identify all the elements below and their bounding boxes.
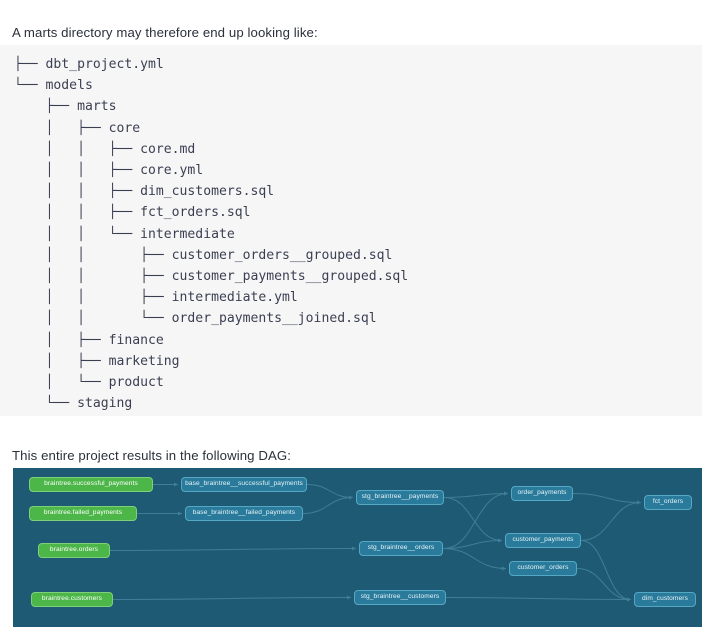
dag-edge (109, 546, 357, 551)
dag-node-customer-orders[interactable]: customer_orders (509, 561, 577, 576)
dag-node-base-braintree--failed-payments[interactable]: base_braintree__failed_payments (185, 506, 303, 521)
dag-node-stg-braintree--orders[interactable]: stg_braintree__orders (359, 541, 443, 556)
dag-edge (306, 484, 354, 500)
dag-edge (572, 493, 642, 505)
directory-tree-code-block: ├── dbt_project.yml └── models ├── marts… (0, 45, 702, 416)
dag-edge (445, 597, 632, 602)
dag-node-customer-payments[interactable]: customer_payments (505, 533, 581, 548)
dag-edge (443, 497, 503, 543)
dag-edge (442, 538, 503, 549)
dag-edge (443, 491, 509, 498)
dag-edge-layer (109, 482, 642, 602)
directory-tree-text: ├── dbt_project.yml └── models ├── marts… (14, 57, 409, 412)
dag-node-braintree-orders[interactable]: braintree.orders (38, 543, 110, 558)
dag-edge (112, 595, 352, 600)
dag-edge (580, 500, 642, 541)
dag-node-base-braintree--successful-payments[interactable]: base_braintree__successful_payments (181, 477, 307, 492)
dag-node-braintree-failed-payments[interactable]: braintree.failed_payments (29, 506, 137, 521)
dag-node-braintree-successful-payments[interactable]: braintree.successful_payments (29, 477, 153, 492)
dag-node-fct-orders[interactable]: fct_orders (644, 495, 692, 510)
dag-node-stg-braintree--payments[interactable]: stg_braintree__payments (356, 490, 444, 505)
dag-edge (576, 568, 632, 602)
dag-edge (442, 548, 507, 571)
dag-edge (442, 491, 509, 549)
dag-edge (302, 495, 354, 514)
dag-edge (580, 540, 632, 602)
dag-node-dim-customers[interactable]: dim_customers (634, 592, 696, 607)
intro-paragraph: A marts directory may therefore end up l… (12, 25, 318, 41)
dag-lineage-graph[interactable]: braintree.successful_payments braintree.f… (13, 468, 702, 627)
dag-node-order-payments[interactable]: order_payments (511, 486, 573, 501)
dag-node-braintree-customers[interactable]: braintree.customers (31, 592, 113, 607)
dag-intro-paragraph: This entire project results in the follo… (12, 448, 292, 464)
dag-node-stg-braintree--customers[interactable]: stg_braintree__customers (354, 590, 446, 605)
